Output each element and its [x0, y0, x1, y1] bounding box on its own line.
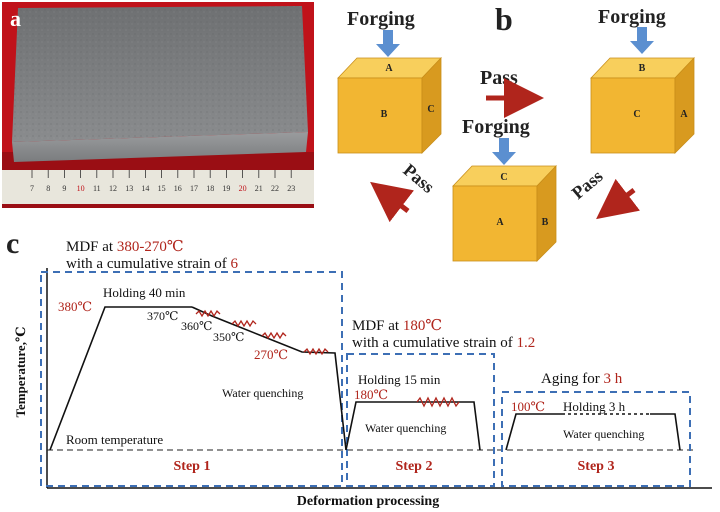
block-front-face — [12, 132, 308, 162]
panel-a-label: a — [10, 6, 21, 31]
ruler-tick-label: 19 — [222, 184, 230, 193]
step-3-label: Step 3 — [578, 459, 615, 474]
ruler-tick-marks: 7 8 9 10 11 12 13 14 15 16 17 18 19 20 21 22 23 — [30, 170, 295, 193]
step-1-temp-370: 370℃ — [147, 309, 178, 323]
block-texture — [12, 6, 308, 142]
panel-b-label: b — [495, 1, 513, 37]
step-1-cooling-line — [191, 306, 347, 451]
ruler-tick-label: 10 — [77, 184, 85, 193]
step-3-holding: Holding 3 h — [563, 399, 626, 414]
cube-2-front-face — [590, 77, 676, 154]
cube-2-side-letter: A — [680, 109, 688, 120]
cube-3-front-letter: A — [496, 217, 504, 228]
room-temperature-label: Room temperature — [66, 432, 163, 447]
step-2-temp: 180℃ — [354, 387, 388, 402]
ruler-tick-label: 21 — [255, 184, 263, 193]
panel-c-label: c — [6, 227, 19, 260]
step-2-profile — [345, 401, 481, 451]
step-3-quench: Water quenching — [563, 427, 644, 441]
step-2-box — [346, 353, 495, 487]
cube-3-top-letter: C — [500, 172, 507, 183]
zigzag-360 — [231, 319, 257, 328]
panel-a-photo: 7 8 9 10 11 12 13 14 15 16 17 18 19 20 21 22 23 a — [2, 2, 314, 208]
cube-2-top-letter: B — [639, 63, 646, 74]
pass-arrow-3 — [370, 181, 414, 223]
cube-2: Forging B C A — [590, 6, 695, 154]
ruler-tick-label: 18 — [206, 184, 214, 193]
step-1-quench: Water quenching — [222, 386, 303, 400]
cube-2-forging-label: Forging — [598, 6, 666, 28]
step-2-holding: Holding 15 min — [358, 372, 441, 387]
ruler-tick-label: 13 — [125, 184, 133, 193]
step-2-forging-zigzag — [416, 396, 460, 408]
cube-3-side-face — [536, 164, 557, 262]
step-1-title: MDF at 380-270℃ — [66, 239, 184, 255]
step-1-strain: with a cumulative strain of 6 — [66, 256, 239, 272]
cube-1-front-face — [337, 77, 423, 154]
cube-1-forging-arrow — [376, 30, 400, 57]
step-1-temp-360: 360℃ — [181, 319, 212, 333]
cube-1-side-face — [421, 56, 442, 154]
cube-1-front-letter: B — [381, 109, 388, 120]
step-2-label: Step 2 — [396, 459, 433, 474]
ruler — [2, 170, 314, 204]
pass-label-2: Pass — [568, 166, 607, 203]
zigzag-350 — [261, 331, 287, 340]
step-2-title: MDF at 180℃ — [352, 318, 442, 334]
step-1-temp-350: 350℃ — [213, 330, 244, 344]
cube-1: Forging A B C — [337, 8, 442, 154]
ruler-tick-label: 8 — [46, 184, 50, 193]
zigzag-270 — [303, 347, 329, 356]
step-3-title: Aging for 3 h — [541, 371, 623, 387]
cube-3-side-letter: B — [542, 217, 549, 228]
panel-a-photo-svg: 7 8 9 10 11 12 13 14 15 16 17 18 19 20 21 22 23 a — [2, 2, 314, 208]
cube-3-forging-arrow — [492, 138, 516, 165]
ruler-tick-label: 11 — [93, 184, 101, 193]
step-1-start-temp: 380℃ — [58, 299, 92, 314]
step-1-forging-zigzags — [195, 309, 329, 356]
ruler-tick-label: 16 — [174, 184, 182, 193]
x-axis-label: Deformation processing — [297, 494, 439, 509]
ruler-tick-label: 15 — [158, 184, 166, 193]
y-axis-label: Temperature,℃ — [13, 326, 28, 417]
step-1-end-temp: 270℃ — [254, 347, 288, 362]
ruler-tick-label: 9 — [62, 184, 66, 193]
step-2-quench: Water quenching — [365, 421, 446, 435]
ruler-tick-label: 20 — [239, 184, 247, 193]
cube-3-forging-label: Forging — [462, 116, 530, 138]
zigzag-370 — [195, 309, 221, 318]
step-3-temp: 100℃ — [511, 399, 545, 414]
cube-2-front-letter: C — [633, 109, 640, 120]
step-1-label: Step 1 — [174, 459, 211, 474]
ruler-tick-label: 17 — [190, 184, 198, 193]
ruler-tick-label: 14 — [141, 184, 149, 193]
step-3-box — [501, 391, 691, 487]
cube-1-top-letter: A — [385, 63, 393, 74]
ruler-tick-label: 22 — [271, 184, 279, 193]
cube-1-side-letter: C — [427, 104, 434, 115]
step-2-strain: with a cumulative strain of 1.2 — [352, 335, 535, 351]
pass-arrow-2 — [596, 178, 640, 220]
step-1-box — [40, 271, 343, 487]
ruler-tick-label: 23 — [287, 184, 295, 193]
ruler-tick-label: 12 — [109, 184, 117, 193]
step-1-heat-and-hold — [49, 306, 192, 451]
cube-3-front-face — [452, 185, 538, 262]
step-1-holding: Holding 40 min — [103, 285, 186, 300]
cube-2-forging-arrow — [630, 27, 654, 54]
ruler-tick-label: 7 — [30, 184, 34, 193]
cube-3: Forging C A B — [452, 116, 557, 262]
cube-1-forging-label: Forging — [347, 8, 415, 30]
cube-2-side-face — [674, 56, 695, 154]
pass-label-1: Pass — [480, 67, 518, 89]
pass-label-3: Pass — [399, 160, 438, 197]
